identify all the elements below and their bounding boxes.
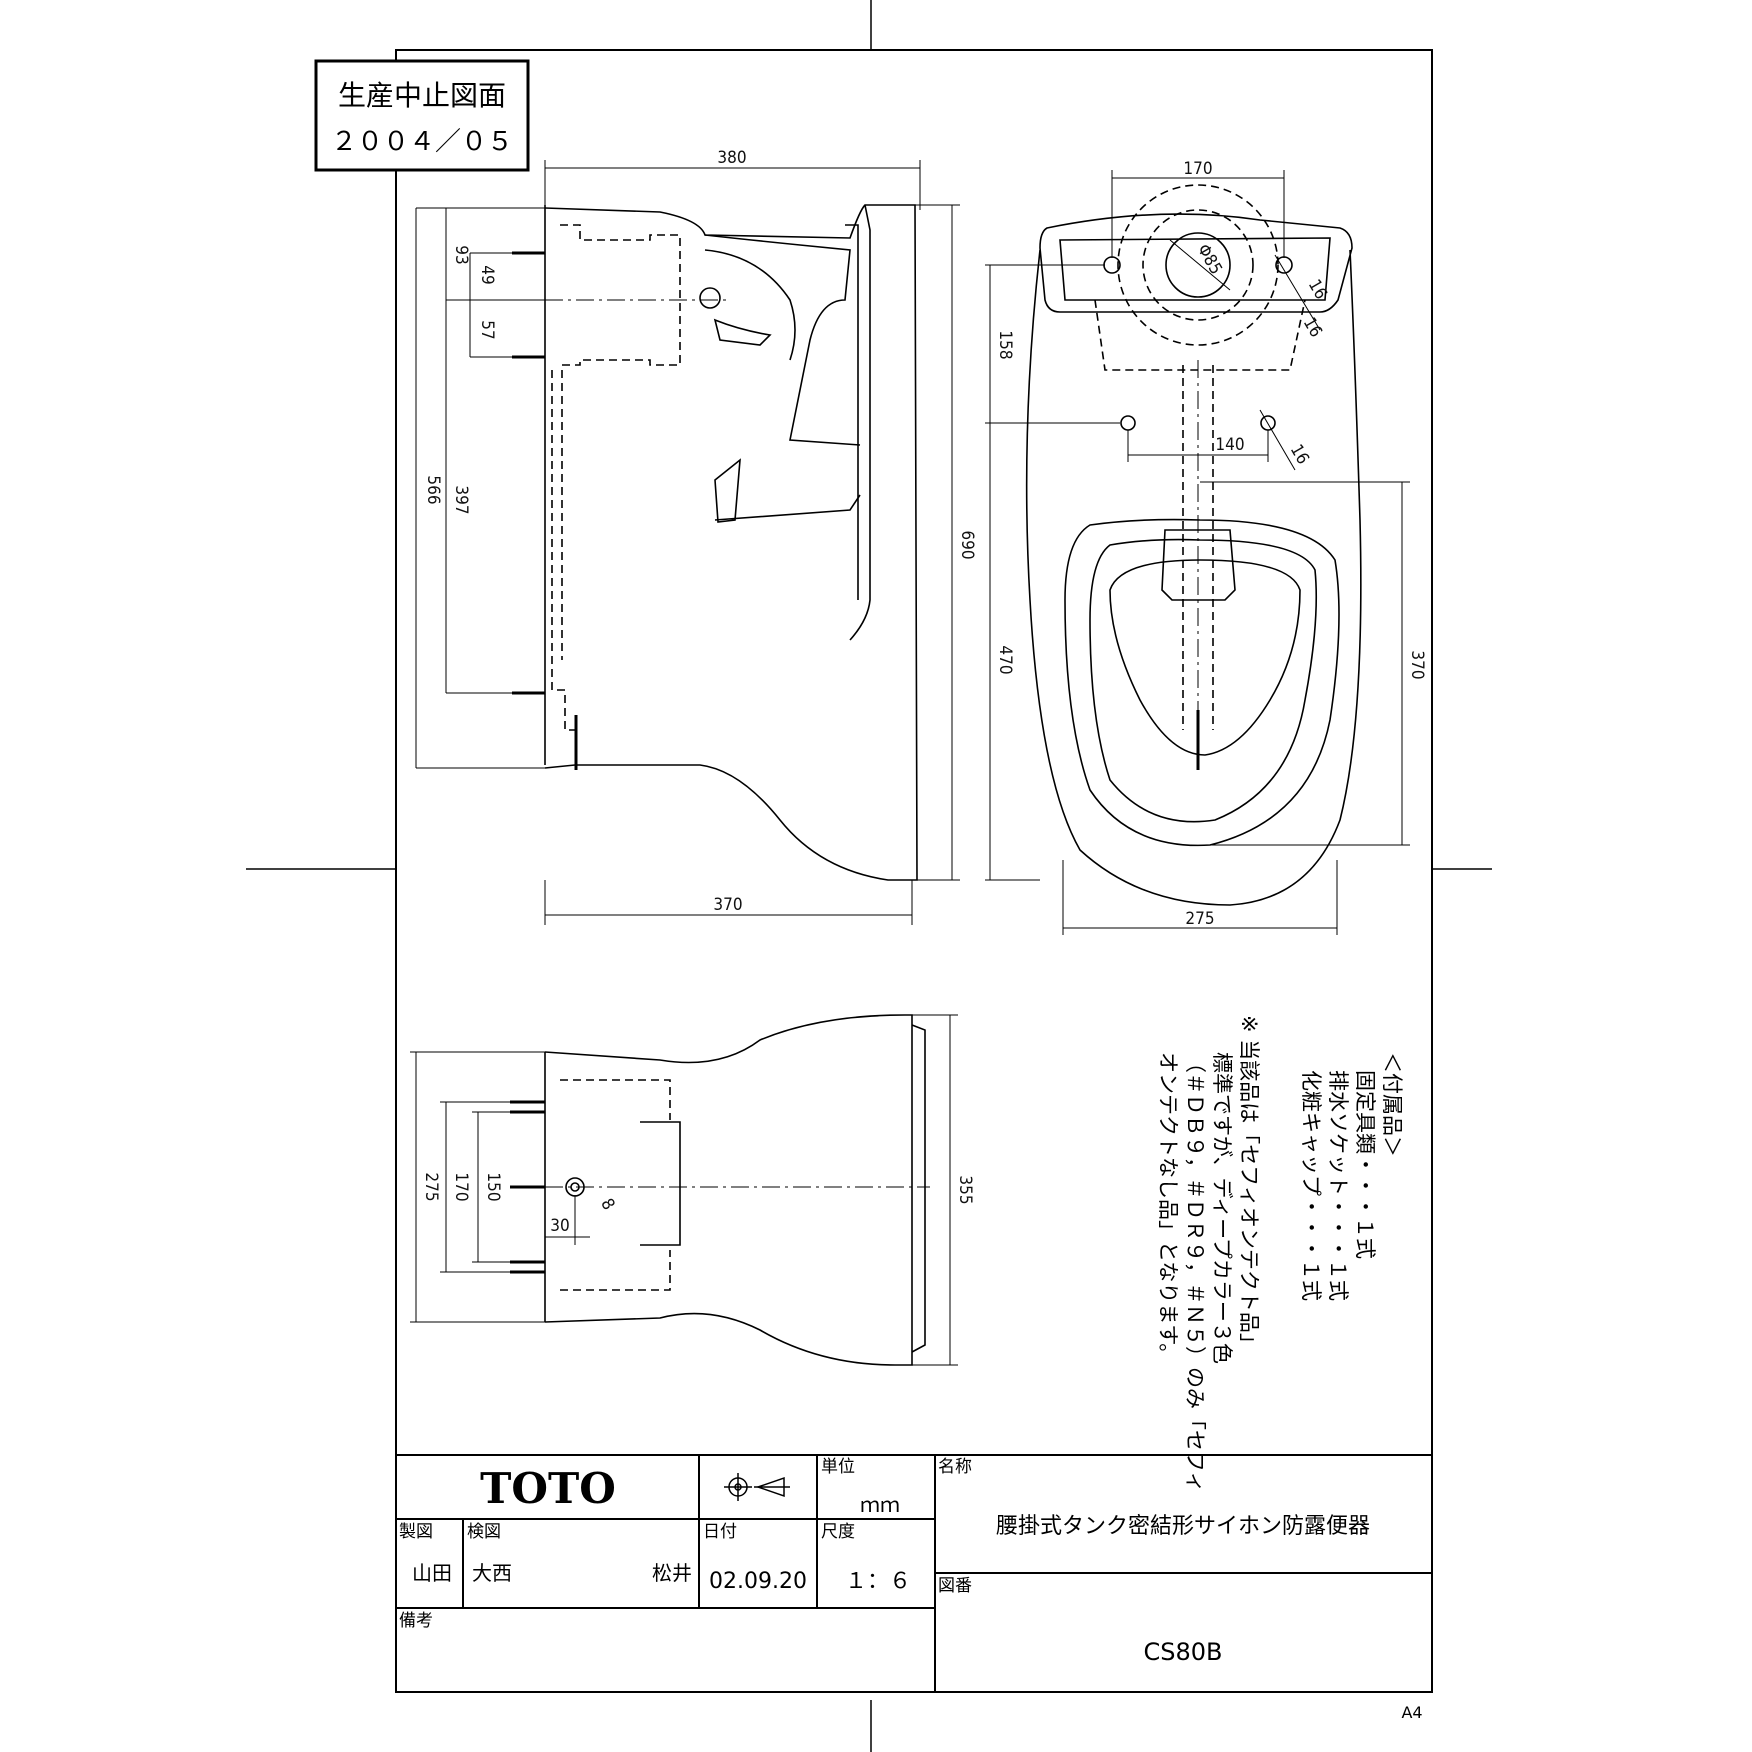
drawing-border (395, 49, 1433, 1693)
plan-view (1025, 184, 1362, 906)
remark-2: 標準ですが、ディープカラー３色 (1210, 1052, 1234, 1364)
dim-plan-dia: Φ85 (1193, 241, 1226, 278)
checked-value: 大西 (472, 1561, 512, 1585)
date-value: 02.09.20 (709, 1569, 807, 1594)
scale-value: １：６ (845, 1569, 911, 1594)
dim-plan-170: 170 (1183, 159, 1212, 179)
toto-logo: TOTO (480, 1464, 616, 1513)
product-name: 腰掛式タンク密結形サイホン防露便器 (996, 1514, 1370, 1539)
approved-value: 松井 (652, 1561, 692, 1585)
dim-plan-16b: 16 (1299, 314, 1326, 341)
dim-side-380: 380 (717, 148, 746, 168)
plan-dimensions (985, 170, 1410, 935)
notes: ＜付属品＞ 固定具類・・・１式 排水ソケット・・・１式 化粧キャップ・・・１式 … (1156, 1015, 1404, 1493)
unit-label: 単位 (821, 1457, 855, 1477)
center-marks (246, 0, 1492, 1752)
drawn-label: 製図 (399, 1522, 433, 1542)
dim-plan-16c: 16 (1286, 441, 1313, 468)
dim-rear-150: 150 (483, 1172, 503, 1201)
accessory-2: 排水ソケット・・・１式 (1326, 1070, 1350, 1301)
scale-label: 尺度 (821, 1522, 855, 1542)
accessory-3: 化粧キャップ・・・１式 (1299, 1070, 1323, 1301)
discontinued-stamp: 生産中止図面 ２００４／０５ (314, 59, 530, 172)
dim-plan-370: 370 (1407, 650, 1427, 679)
dim-plan-140: 140 (1215, 435, 1244, 455)
drawn-value: 山田 (412, 1561, 452, 1585)
accessories-title: ＜付属品＞ (1380, 1052, 1404, 1157)
name-label: 名称 (938, 1457, 972, 1477)
checked-label: 検図 (467, 1522, 501, 1542)
dim-rear-355: 355 (955, 1175, 975, 1204)
rear-dimensions (410, 1014, 958, 1366)
dim-side-93: 93 (451, 245, 471, 264)
stamp-date: ２００４／０５ (331, 127, 513, 157)
accessory-1: 固定具類・・・１式 (1353, 1070, 1377, 1259)
dim-rear-170: 170 (451, 1172, 471, 1201)
remarks-label: 備考 (399, 1611, 433, 1631)
dim-plan-158: 158 (995, 330, 1015, 359)
title-block (396, 1454, 1432, 1692)
dim-plan-275: 275 (1185, 909, 1214, 929)
remark-3: （＃ＤＢ９，＃ＤＲ９，＃Ｎ５）のみ「セフィ (1183, 1052, 1207, 1493)
dim-rear-30: 30 (550, 1216, 569, 1236)
remark-1: ※ 当該品は「セフィオンテクト品」 (1237, 1015, 1261, 1354)
dim-side-49: 49 (477, 265, 497, 284)
dim-side-397: 397 (451, 485, 471, 514)
side-dimensions (415, 160, 960, 925)
dim-side-370: 370 (713, 895, 742, 915)
date-label: 日付 (703, 1522, 737, 1542)
rear-view (510, 1014, 930, 1366)
dim-side-566: 566 (423, 475, 443, 504)
number-label: 図番 (938, 1576, 972, 1596)
stamp-title: 生産中止図面 (338, 79, 506, 112)
side-view (512, 204, 918, 881)
projection-symbol-icon (724, 1473, 790, 1501)
dim-rear-275: 275 (421, 1172, 441, 1201)
dim-rear-8: 8 (596, 1195, 618, 1213)
unit-value: ｍｍ (860, 1493, 900, 1517)
dim-side-690: 690 (957, 530, 977, 559)
dim-side-57: 57 (477, 320, 497, 339)
dim-plan-470: 470 (995, 645, 1015, 674)
remark-4: オンテクトなし品」となります。 (1156, 1052, 1180, 1364)
paper-size: A4 (1401, 1703, 1422, 1722)
drawing-number: CS80B (1144, 1638, 1223, 1666)
